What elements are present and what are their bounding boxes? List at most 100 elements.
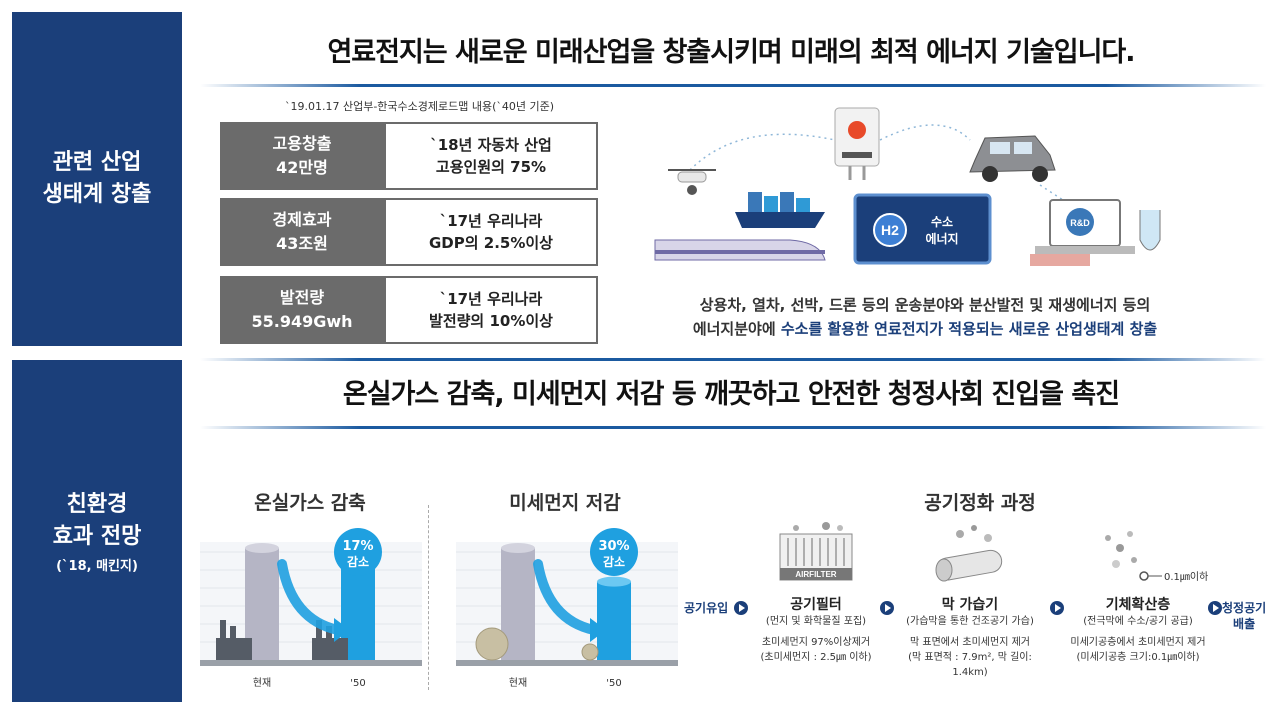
reduction-arrowhead	[334, 618, 350, 642]
factory-chimney	[230, 626, 236, 638]
rnd-label: R&D	[1070, 218, 1090, 228]
step-subtitle: (전극막에 수소/공기 공급)	[1083, 616, 1193, 627]
membrane-humidifier-icon	[935, 525, 1003, 582]
hydrogen-symbol: H2	[881, 222, 899, 238]
reduction-arrow	[533, 559, 599, 635]
section-label-industry: 관련 산업 생태계 창출	[12, 12, 182, 346]
section-label-environment: 친환경 효과 전망 (`18, 매킨지)	[12, 360, 182, 702]
reduction-percent: 30%	[598, 539, 629, 554]
category-label-0: 현재	[509, 677, 527, 689]
headline-rule	[200, 84, 1266, 87]
stat-value: `18년 자동차 산업 고용인원의 75%	[384, 122, 598, 190]
process-step-airfilter: AIRFILTER 공기필터 (먼지 및 화학물질 포집) 초미세먼지 97%이…	[736, 520, 896, 665]
bar-cap-0	[245, 543, 279, 553]
ship-icon	[735, 192, 825, 228]
stat-key-value: 55.949Gwh	[251, 312, 353, 331]
reduction-arrow	[277, 559, 343, 635]
flow-arrow-icon	[1050, 601, 1064, 615]
category-label-1: '50	[606, 678, 621, 689]
stat-row-economy: 경제효과 43조원 `17년 우리나라 GDP의 2.5%이상	[220, 198, 598, 266]
stat-key: 고용창출 42만명	[220, 122, 384, 190]
ecosystem-description: 상용차, 열차, 선박, 드론 등의 운송분야와 분산발전 및 재생에너지 등의…	[630, 293, 1220, 341]
chart-ground	[200, 660, 422, 666]
ecosystem-desc-line2-highlight: 수소를 활용한 연료전지가 적용되는 새로운 산업생태계 창출	[780, 320, 1158, 338]
chart-divider	[428, 505, 429, 690]
stat-key: 경제효과 43조원	[220, 198, 384, 266]
chart-ground	[456, 660, 678, 666]
factory-body	[312, 638, 348, 660]
dust-particle-icon	[581, 643, 599, 661]
connector-line	[689, 133, 836, 171]
stat-row-generation: 발전량 55.949Gwh `17년 우리나라 발전량의 10%이상	[220, 276, 598, 344]
step-desc-2: (초미세먼지 : 2.5㎛ 이하)	[760, 652, 872, 663]
step-desc-1: 초미세먼지 97%이상제거	[761, 637, 871, 648]
step-name: 공기필터	[790, 597, 842, 613]
section-label-line2: 효과 전망	[52, 523, 142, 549]
section-label-source: (`18, 매킨지)	[56, 558, 138, 574]
process-step-humidifier: 막 가습기 (가습막을 통한 건조공기 가습) 막 표면에서 초미세먼지 제거 …	[890, 520, 1050, 680]
reduction-percent: 17%	[342, 539, 373, 554]
hydrogen-icon	[873, 213, 907, 247]
reduction-badge	[590, 528, 638, 576]
stat-value-line2: 고용인원의 75%	[435, 158, 547, 176]
suv-icon	[969, 135, 1056, 182]
category-label-0: 현재	[253, 677, 271, 689]
stat-value: `17년 우리나라 발전량의 10%이상	[384, 276, 598, 344]
step-name: 막 가습기	[941, 597, 999, 613]
drone-icon	[668, 169, 716, 195]
reduction-text: 감소	[347, 554, 369, 569]
hydrogen-label-1: 수소	[931, 215, 953, 229]
stat-value-line1: `18년 자동차 산업	[430, 136, 552, 154]
flow-out-line2: 배출	[1233, 617, 1256, 631]
stat-value-line2: 발전량의 10%이상	[429, 312, 553, 330]
particle-size-label: 0.1㎛이하	[1164, 570, 1208, 583]
gas-diffusion-layer-icon: 0.1㎛이하	[1105, 531, 1208, 583]
ecosystem-desc-line1: 상용차, 열차, 선박, 드론 등의 운송분야와 분산발전 및 재생에너지 등의	[699, 296, 1151, 314]
ecosystem-desc-line2: 에너지분야에 수소를 활용한 연료전지가 적용되는 새로운 산업생태계 창출	[630, 317, 1220, 341]
stat-value: `17년 우리나라 GDP의 2.5%이상	[384, 198, 598, 266]
ecosystem-desc-line2-a: 에너지분야에	[692, 320, 781, 338]
particle-marker-icon	[1139, 571, 1149, 581]
headline-clean-society: 온실가스 감축, 미세먼지 저감 등 깨끗하고 안전한 청정사회 진입을 촉진	[342, 379, 1120, 410]
bar-1	[597, 581, 631, 660]
stat-key-title: 고용창출	[272, 134, 332, 153]
flow-out-label: 청정공기 배출	[1222, 600, 1266, 632]
category-label-1: '50	[350, 678, 365, 689]
rnd-laptop-icon: R&D	[1030, 199, 1161, 266]
hydrogen-ecosystem-illustration: H2 수소 에너지 R&D	[654, 107, 1161, 266]
source-note: `19.01.17 산업부-한국수소경제로드맵 내용(`40년 기준)	[285, 100, 555, 113]
stat-value-line1: `17년 우리나라	[439, 212, 543, 230]
step-name: 기체확산층	[1105, 597, 1171, 613]
ghg-reduction-chart: 현재 '50 17%감소	[200, 528, 422, 689]
hydrogen-energy-panel: H2 수소 에너지	[853, 193, 992, 265]
headline-rule-top	[200, 358, 1266, 361]
airfilter-text: AIRFILTER	[795, 570, 836, 579]
step-desc-1: 막 표면에서 초미세먼지 제거	[910, 637, 1030, 648]
section-label-line1: 관련 산업	[52, 150, 142, 175]
step-subtitle: (먼지 및 화학물질 포집)	[765, 616, 867, 627]
step-subtitle: (가습막을 통한 건조공기 가습)	[906, 616, 1034, 627]
connector-line	[879, 124, 971, 141]
stat-key-value: 43조원	[276, 234, 328, 253]
air-filter-icon: AIRFILTER	[779, 522, 853, 581]
ghg-title: 온실가스 감축	[254, 492, 366, 514]
factory-body	[216, 638, 252, 660]
stat-key-title: 발전량	[279, 288, 325, 307]
dust-particle-icon	[475, 627, 509, 661]
step-desc-2: (미세기공층 크기:0.1㎛이하)	[1076, 652, 1200, 663]
flow-arrow-icon	[734, 601, 748, 615]
dust-reduction-chart: 현재 '50 30%감소	[456, 528, 678, 689]
stat-key: 발전량 55.949Gwh	[220, 276, 384, 344]
process-step-diffusion-layer: 0.1㎛이하 기체확산층 (전극막에 수소/공기 공급) 미세기공층에서 초미세…	[1058, 520, 1218, 665]
flow-arrow-icon	[1208, 601, 1222, 615]
reduction-text: 감소	[603, 554, 625, 569]
stat-value-line1: `17년 우리나라	[439, 290, 543, 308]
stat-row-employment: 고용창출 42만명 `18년 자동차 산업 고용인원의 75%	[220, 122, 598, 190]
step-desc-2: (막 표면적 : 7.9m², 막 길이: 1.4km)	[908, 652, 1032, 678]
train-icon	[654, 239, 826, 261]
dust-title: 미세먼지 저감	[509, 492, 621, 514]
flow-in-label: 공기유입	[684, 601, 729, 615]
stat-value-line2: GDP의 2.5%이상	[429, 234, 553, 252]
section-label-line2: 생태계 창출	[42, 182, 152, 207]
bar-cap-1	[597, 576, 631, 587]
